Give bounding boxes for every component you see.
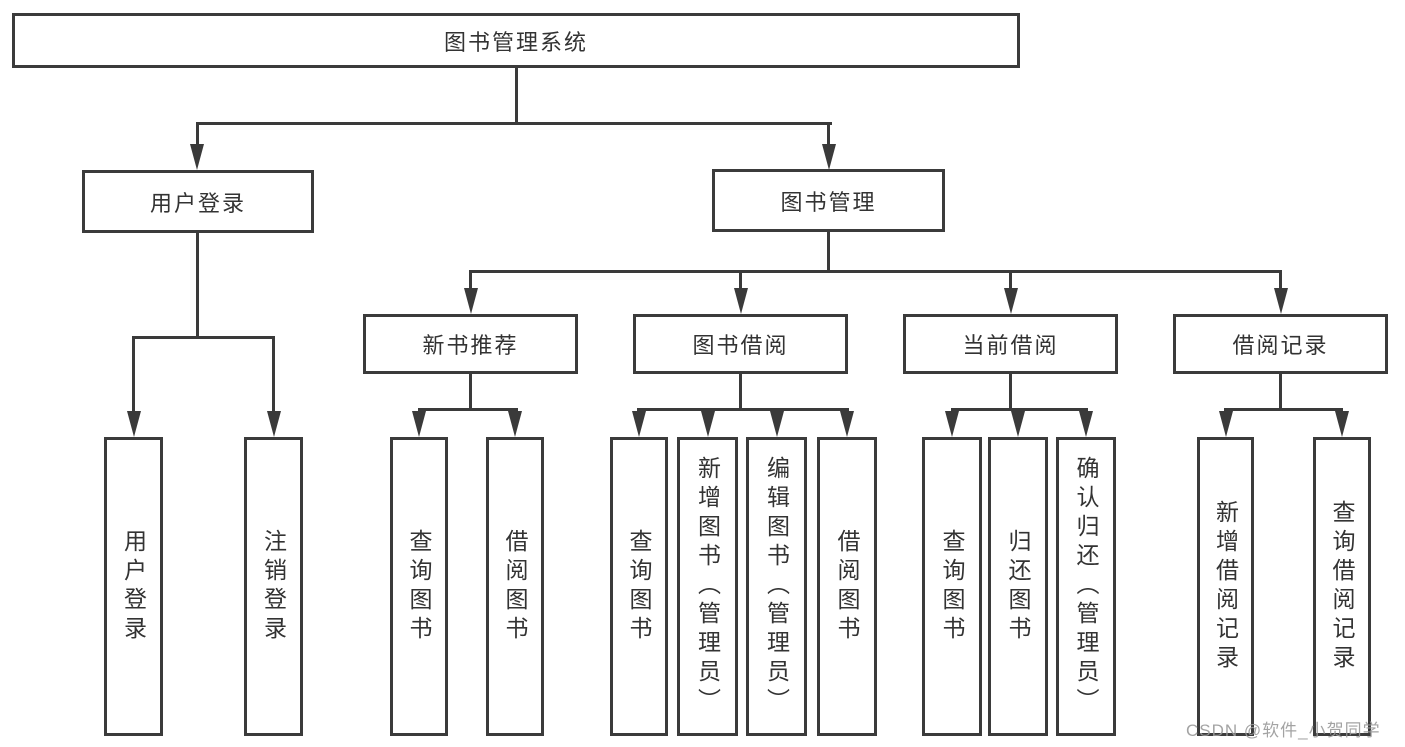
leaf-borrow-books: 借阅图书 bbox=[817, 437, 877, 736]
connector-module-split bbox=[637, 408, 849, 411]
node-label: 新增图书（管理员） bbox=[694, 456, 721, 717]
arrowhead-down-icon bbox=[1011, 411, 1025, 437]
connector-drop-leaf bbox=[132, 336, 135, 414]
connector-user-login-split bbox=[132, 336, 275, 339]
node-label: 确认归还（管理员） bbox=[1073, 456, 1099, 717]
node-user-login: 用户登录 bbox=[82, 170, 314, 233]
node-label: 新增借阅记录 bbox=[1212, 499, 1239, 674]
connector-user-login-stem bbox=[195, 233, 199, 338]
connector-module-stem bbox=[1279, 374, 1282, 410]
connector-module-split bbox=[1224, 408, 1343, 411]
connector-drop-user-login bbox=[195, 122, 199, 148]
node-label: 借阅图书 bbox=[502, 528, 528, 645]
node-label: 编辑图书（管理员） bbox=[763, 456, 790, 717]
node-label: 注销登录 bbox=[260, 528, 287, 645]
node-label: 借阅图书 bbox=[834, 528, 860, 645]
node-label: 查询图书 bbox=[939, 528, 965, 645]
leaf-query-borrow-record: 查询借阅记录 bbox=[1313, 437, 1371, 736]
leaf-confirm-return-admin: 确认归还（管理员） bbox=[1056, 437, 1116, 736]
arrowhead-down-icon bbox=[1273, 288, 1288, 314]
leaf-user-login: 用户登录 bbox=[104, 437, 163, 736]
leaf-return-books: 归还图书 bbox=[988, 437, 1048, 736]
leaf-borrow-books: 借阅图书 bbox=[486, 437, 544, 736]
connector-root-split bbox=[195, 122, 832, 125]
node-label: 查询图书 bbox=[406, 528, 432, 645]
connector-book-mgmt-stem bbox=[827, 232, 830, 272]
node-label: 当前借阅 bbox=[962, 333, 1059, 358]
arrowhead-down-icon bbox=[190, 144, 204, 170]
connector-drop-module bbox=[469, 270, 472, 290]
connector-book-mgmt-split bbox=[469, 270, 1282, 273]
node-borrowing-records: 借阅记录 bbox=[1173, 314, 1388, 374]
node-label: 借阅记录 bbox=[1232, 333, 1329, 358]
node-label: 用户登录 bbox=[149, 190, 246, 216]
arrowhead-down-icon bbox=[266, 411, 281, 437]
node-label: 用户登录 bbox=[120, 528, 147, 645]
node-book-management: 图书管理 bbox=[712, 169, 945, 232]
arrowhead-down-icon bbox=[945, 411, 959, 437]
connector-module-stem bbox=[739, 374, 742, 410]
node-label: 图书管理系统 bbox=[443, 29, 588, 55]
connector-drop-module bbox=[1279, 270, 1282, 290]
arrowhead-down-icon bbox=[1003, 288, 1018, 314]
arrowhead-down-icon bbox=[700, 411, 715, 437]
connector-drop-module bbox=[1009, 270, 1012, 290]
connector-module-stem bbox=[1009, 374, 1012, 410]
connector-module-stem bbox=[469, 374, 472, 410]
arrowhead-down-icon bbox=[840, 411, 854, 437]
node-book-borrowing: 图书借阅 bbox=[633, 314, 848, 374]
arrowhead-down-icon bbox=[126, 411, 141, 437]
arrowhead-down-icon bbox=[632, 411, 646, 437]
leaf-logout: 注销登录 bbox=[244, 437, 303, 736]
connector-drop-book-management bbox=[827, 122, 830, 148]
leaf-query-books: 查询图书 bbox=[922, 437, 982, 736]
node-label: 图书借阅 bbox=[692, 333, 789, 358]
connector-drop-leaf bbox=[272, 336, 275, 414]
leaf-query-books: 查询图书 bbox=[390, 437, 448, 736]
csdn-watermark: CSDN @软件_小贺同学 bbox=[1186, 721, 1381, 740]
arrowhead-down-icon bbox=[463, 288, 478, 314]
node-new-book-recommendation: 新书推荐 bbox=[363, 314, 578, 374]
node-label: 归还图书 bbox=[1005, 528, 1031, 645]
arrowhead-down-icon bbox=[733, 288, 748, 314]
arrowhead-down-icon bbox=[769, 411, 784, 437]
connector-root-stem bbox=[514, 68, 518, 124]
connector-drop-module bbox=[739, 270, 742, 290]
arrowhead-down-icon bbox=[821, 144, 836, 170]
arrowhead-down-icon bbox=[1335, 411, 1349, 437]
arrowhead-down-icon bbox=[1079, 411, 1093, 437]
node-label: 图书管理 bbox=[780, 189, 877, 215]
node-label: 查询借阅记录 bbox=[1329, 499, 1355, 674]
arrowhead-down-icon bbox=[1218, 411, 1233, 437]
leaf-query-books: 查询图书 bbox=[610, 437, 668, 736]
leaf-add-book-admin: 新增图书（管理员） bbox=[677, 437, 738, 736]
leaf-add-borrow-record: 新增借阅记录 bbox=[1197, 437, 1254, 736]
node-label: 新书推荐 bbox=[422, 333, 519, 358]
node-current-borrowing: 当前借阅 bbox=[903, 314, 1118, 374]
connector-module-split bbox=[417, 408, 518, 411]
node-root-library-management-system: 图书管理系统 bbox=[12, 13, 1020, 68]
arrowhead-down-icon bbox=[412, 411, 426, 437]
leaf-edit-book-admin: 编辑图书（管理员） bbox=[746, 437, 807, 736]
connector-module-split bbox=[950, 408, 1088, 411]
node-label: 查询图书 bbox=[626, 528, 652, 645]
arrowhead-down-icon bbox=[508, 411, 522, 437]
